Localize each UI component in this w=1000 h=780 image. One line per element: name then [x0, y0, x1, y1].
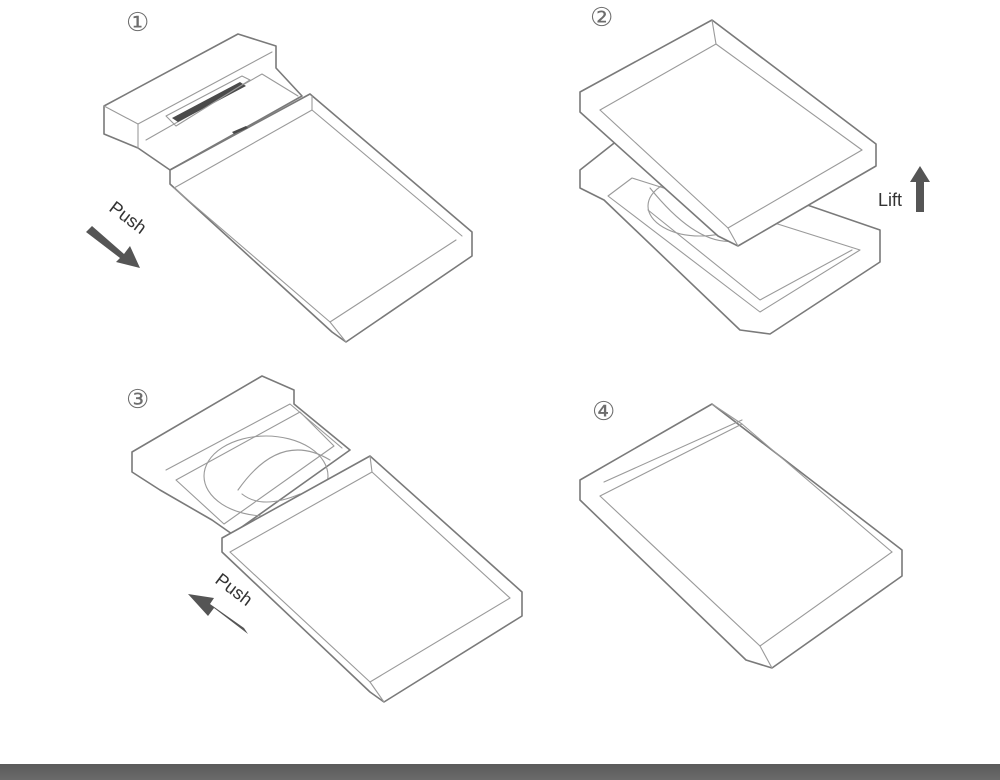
- step-1-push-label: Push: [106, 197, 151, 238]
- step-2-lift-arrow: Lift: [878, 166, 930, 212]
- step-3-number: ③: [126, 385, 149, 415]
- step-4-number: ④: [592, 397, 615, 427]
- step-2-panel: ② Lift: [579, 3, 930, 335]
- step-1-enclosure: [103, 33, 473, 343]
- step-1-push-arrow: Push: [86, 197, 150, 268]
- step-3-enclosure: [131, 375, 523, 703]
- step-3-panel: ③ Push: [126, 375, 523, 703]
- footer-bar: [0, 764, 1000, 780]
- step-3-push-arrow: Push: [188, 569, 256, 634]
- step-4-panel: ④: [579, 397, 903, 669]
- step-2-enclosure: [579, 19, 881, 335]
- step-4-enclosure: [579, 403, 903, 669]
- step-1-panel: ① Push: [86, 8, 473, 343]
- step-2-number: ②: [590, 3, 613, 33]
- step-1-number: ①: [126, 8, 149, 38]
- step-2-lift-label: Lift: [878, 190, 902, 210]
